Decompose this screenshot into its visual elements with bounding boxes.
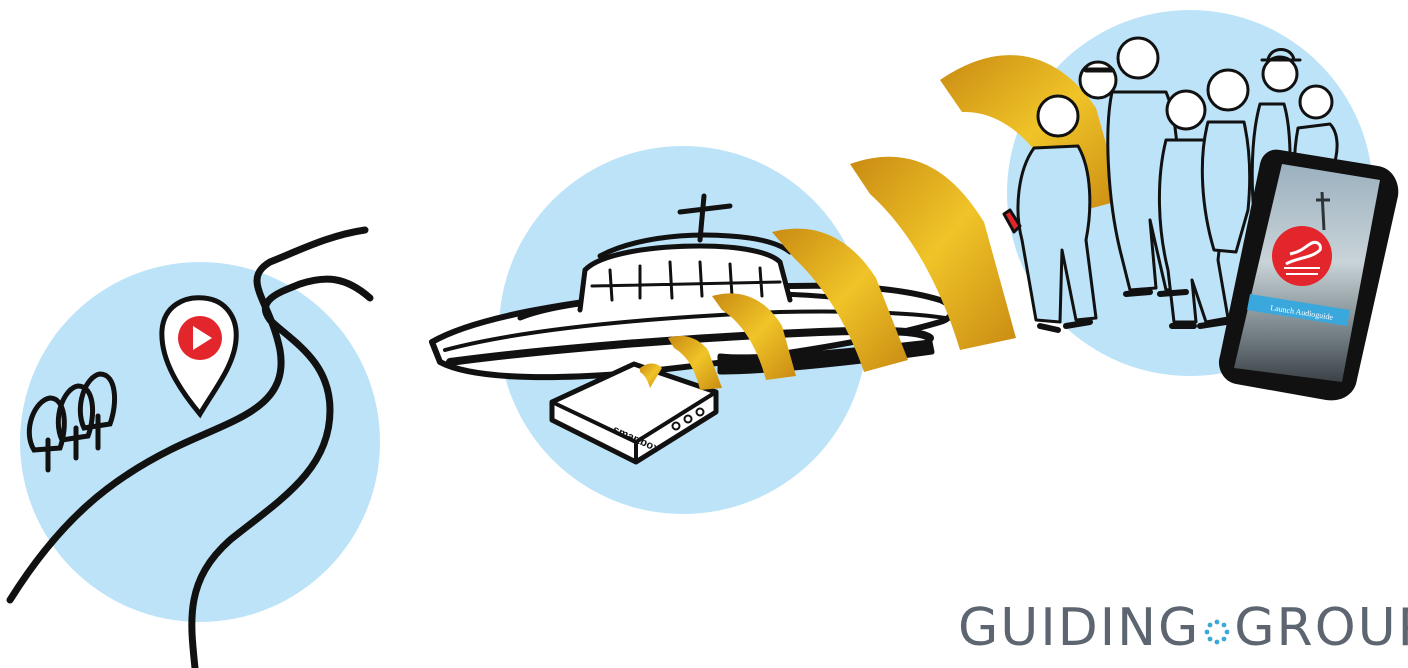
brand-word-left: GUIDING [958,598,1200,658]
guiding-group-logo: GUIDINGGROUP [958,602,1408,654]
brand-word-right: GROUP [1234,598,1408,658]
swan-logo-icon [1272,226,1332,286]
brand-dots-icon [1200,602,1234,654]
